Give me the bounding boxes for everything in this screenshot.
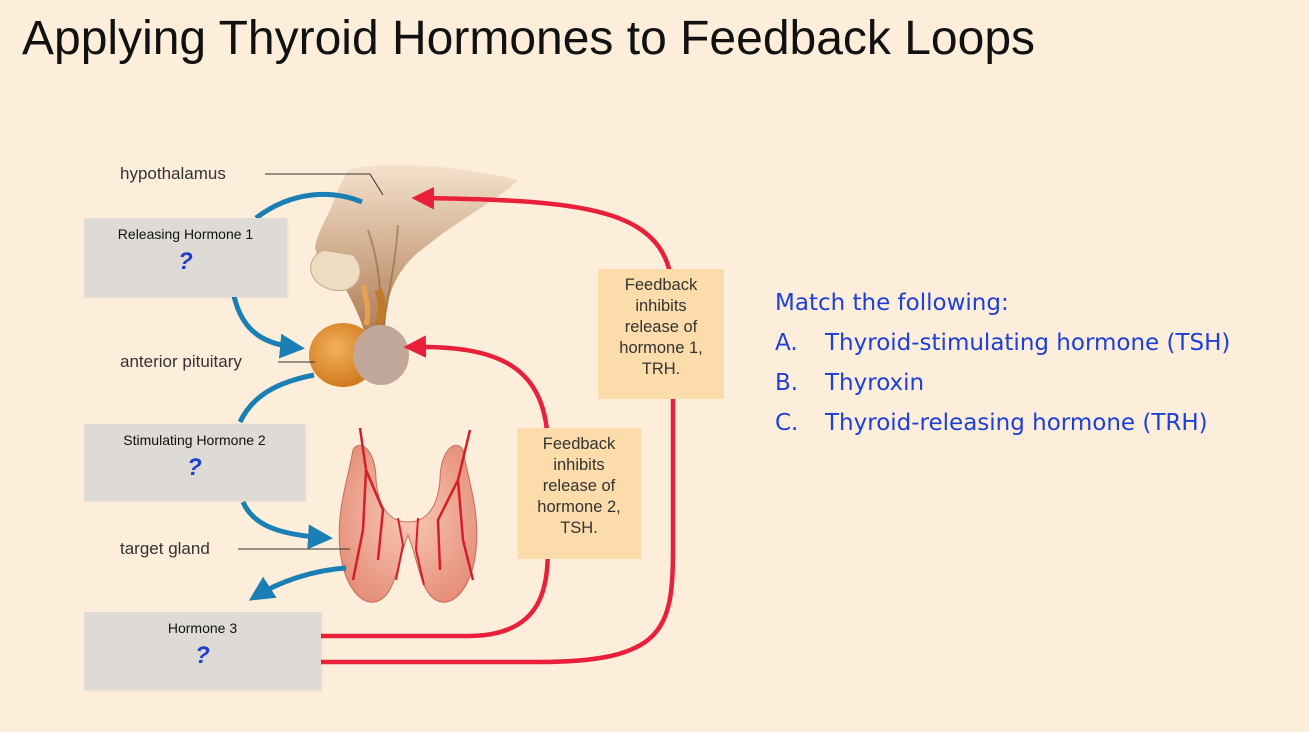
stimulating-hormone-box[interactable]: Stimulating Hormone 2 ? (84, 424, 305, 501)
hormone-3-box[interactable]: Hormone 3 ? (84, 612, 321, 690)
feedback-note-hormone-1: Feedback inhibits release of hormone 1, … (598, 269, 724, 399)
thyroid-gland-illustration (338, 427, 478, 603)
match-heading: Match the following: (775, 290, 1009, 316)
flow-arrow-to-pituitary (231, 295, 305, 359)
releasing-hormone-box[interactable]: Releasing Hormone 1 ? (84, 218, 287, 297)
hypothalamus-label: hypothalamus (120, 164, 226, 183)
feedback-loop-diagram: hypothalamus anterior pituitary target g… (78, 150, 738, 710)
stimulating-hormone-answer: ? (187, 454, 202, 481)
flow-arrow-from-target-gland (248, 565, 347, 601)
hypothalamus-illustration (310, 164, 518, 350)
pituitary-illustration (309, 284, 409, 387)
flow-arrow-hypothalamus (254, 191, 363, 220)
hormone-3-label: Hormone 3 (167, 620, 238, 636)
releasing-hormone-answer: ? (178, 248, 193, 275)
option-letter: C. (775, 410, 799, 436)
option-letter: B. (775, 370, 799, 396)
match-option-c[interactable]: C. Thyroid-releasing hormone (TRH) (775, 403, 1230, 443)
match-option-b[interactable]: B. Thyroxin (775, 363, 1230, 403)
flow-arrow-to-target-gland (240, 500, 333, 550)
target-gland-label: target gland (120, 539, 210, 558)
stimulating-hormone-label: Stimulating Hormone 2 (123, 432, 266, 448)
flow-arrow-from-pituitary (237, 372, 315, 424)
anterior-pituitary-label: anterior pituitary (120, 352, 242, 371)
hormone-3-answer: ? (195, 642, 210, 669)
slide-title: Applying Thyroid Hormones to Feedback Lo… (22, 12, 1036, 65)
match-option-a[interactable]: A. Thyroid-stimulating hormone (TSH) (775, 323, 1230, 363)
option-text: Thyroid-releasing hormone (TRH) (825, 410, 1208, 436)
option-text: Thyroxin (825, 370, 925, 396)
diagram-illustration (231, 164, 676, 665)
feedback-note-hormone-2: Feedback inhibits release of hormone 2, … (517, 428, 641, 559)
match-question: Match the following: A. Thyroid-stimulat… (775, 283, 1230, 443)
option-letter: A. (775, 330, 798, 356)
option-text: Thyroid-stimulating hormone (TSH) (825, 330, 1231, 356)
releasing-hormone-label: Releasing Hormone 1 (117, 226, 254, 242)
